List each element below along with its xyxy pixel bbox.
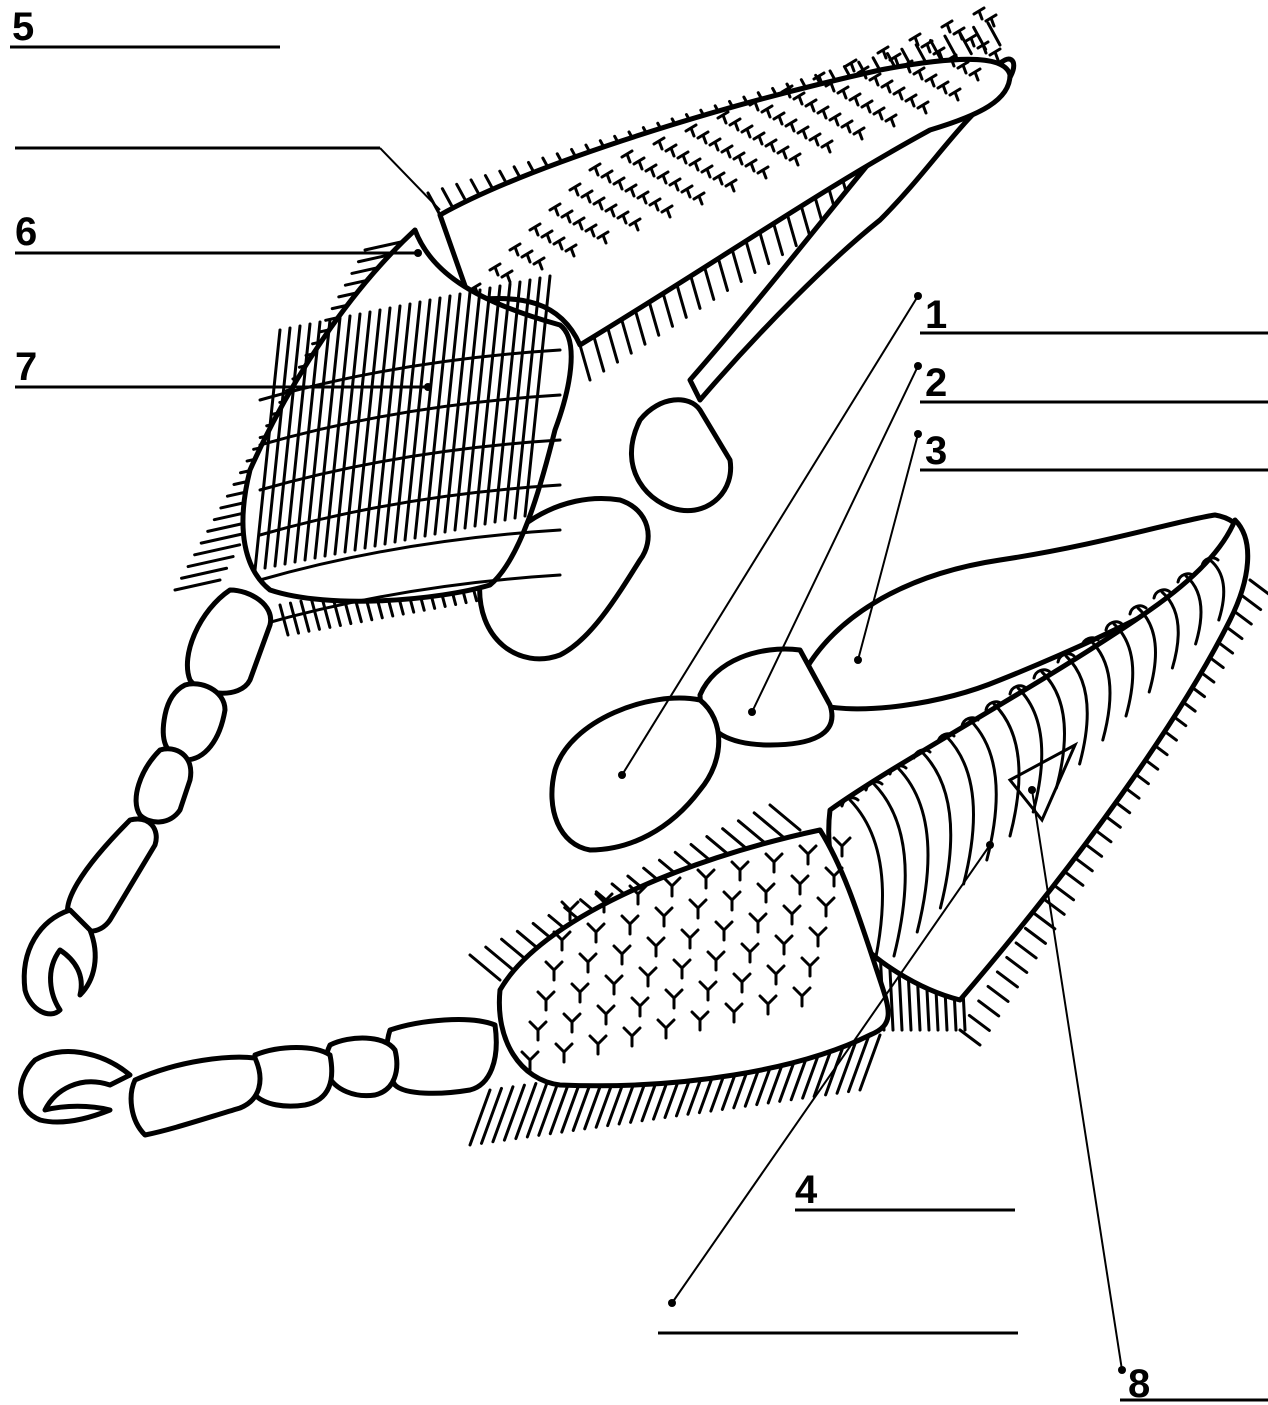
fringe-hair xyxy=(201,533,246,543)
fringe-hair xyxy=(470,955,500,980)
fringe-hair xyxy=(290,603,298,633)
lower-tarsus-2 xyxy=(326,1038,397,1096)
fringe-hair xyxy=(481,1088,501,1143)
fringe-hair xyxy=(770,805,800,830)
fringe-hair xyxy=(979,1001,999,1016)
fringe-hair xyxy=(663,291,673,326)
fringe-hair xyxy=(580,345,590,380)
fringe-hair xyxy=(301,601,309,631)
fringe-hair xyxy=(649,300,659,335)
fringe-hair xyxy=(969,1015,989,1030)
label-4: 4 xyxy=(795,1168,818,1212)
lower-tarsus-3 xyxy=(255,1048,332,1107)
upper-tarsus-4 xyxy=(68,819,157,931)
fringe-hair xyxy=(1016,943,1036,958)
fringe-hair xyxy=(594,336,604,371)
hair-mark xyxy=(954,28,964,39)
fringe-hair xyxy=(621,318,631,353)
fringe-hair xyxy=(754,813,784,838)
upper-trochanter xyxy=(631,400,730,511)
fringe-hair xyxy=(493,1087,513,1142)
hair-mark xyxy=(974,8,984,19)
label-7: 7 xyxy=(15,345,37,389)
fringe-hair xyxy=(527,1082,547,1137)
fringe-hair xyxy=(860,1035,880,1090)
fringe-hair xyxy=(635,309,645,344)
fringe-hair xyxy=(539,1080,559,1135)
hair-mark xyxy=(910,34,920,45)
fringe-hair xyxy=(175,580,220,590)
fringe-hair xyxy=(311,599,319,629)
fringe-hair xyxy=(182,568,227,578)
fringe-hair xyxy=(1054,885,1074,900)
fringe-hair xyxy=(486,947,516,972)
hair-mark xyxy=(990,49,1000,60)
label-8: 8 xyxy=(1128,1362,1150,1405)
label-1: 1 xyxy=(925,293,947,337)
fringe-hair xyxy=(516,1084,536,1139)
label-5: 5 xyxy=(12,5,34,49)
fringe-hair xyxy=(1044,899,1064,914)
fringe-hair xyxy=(1250,580,1268,595)
fringe-hair xyxy=(690,273,700,308)
hair-mark xyxy=(942,21,952,32)
fringe-hair xyxy=(188,557,233,567)
fringe-hair xyxy=(988,986,1008,1001)
fringe-hair xyxy=(676,282,686,317)
fringe-hair xyxy=(504,1085,524,1140)
fringe-hair xyxy=(997,972,1017,987)
hair-mark xyxy=(922,41,932,52)
fringe-hair xyxy=(960,1030,980,1045)
lower-tarsus-4 xyxy=(131,1057,260,1135)
blank-upper-leader xyxy=(380,148,440,210)
upper-tarsus-3 xyxy=(136,749,191,822)
label-3: 3 xyxy=(925,429,947,473)
fringe-hair xyxy=(195,545,240,555)
label-8-leader xyxy=(1032,790,1122,1370)
label-6-pointer xyxy=(414,249,422,257)
fringe-hair xyxy=(1025,928,1045,943)
fringe-hair xyxy=(470,1090,490,1145)
upper-tarsus-1 xyxy=(187,590,270,693)
lower-coxa xyxy=(552,698,719,850)
lower-claw xyxy=(21,1052,130,1122)
fringe-hair xyxy=(1241,595,1261,610)
upper-claw xyxy=(24,910,95,1014)
label-7-pointer xyxy=(424,383,432,391)
fringe-hair xyxy=(1007,957,1027,972)
lower-tarsus-1 xyxy=(387,1020,497,1094)
fringe-hair xyxy=(608,327,618,362)
label-6: 6 xyxy=(15,210,37,254)
hair-mark xyxy=(978,42,988,53)
label-2: 2 xyxy=(925,361,947,405)
